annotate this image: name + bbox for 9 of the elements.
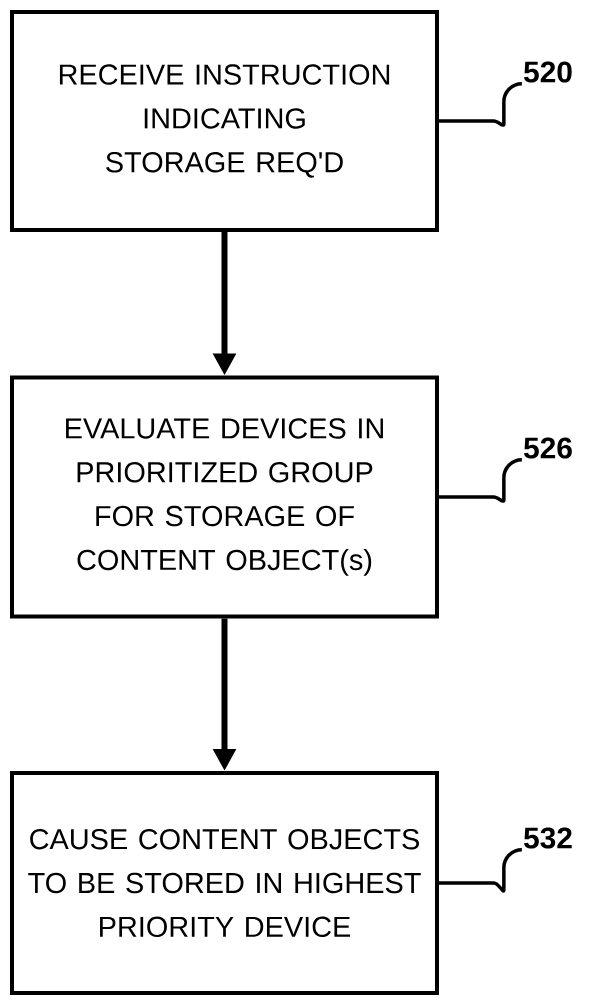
- reference-number: 520: [524, 61, 572, 83]
- process-box: EVALUATE DEVICES IN PRIORITIZED GROUP FOR STORAGE OF CONTENT OBJECT(s): [10, 375, 439, 619]
- leader-line: [439, 848, 522, 892]
- reference-number: 532: [524, 827, 572, 849]
- process-box: RECEIVE INSTRUCTION INDICATING STORAGE REQ'D: [10, 10, 439, 232]
- leader-line: [439, 458, 522, 503]
- leader-line: [439, 82, 522, 127]
- process-box: CAUSE CONTENT OBJECTS TO BE STORED IN HIGHEST PRIORITY DEVICE: [10, 771, 439, 995]
- reference-number: 526: [524, 437, 572, 459]
